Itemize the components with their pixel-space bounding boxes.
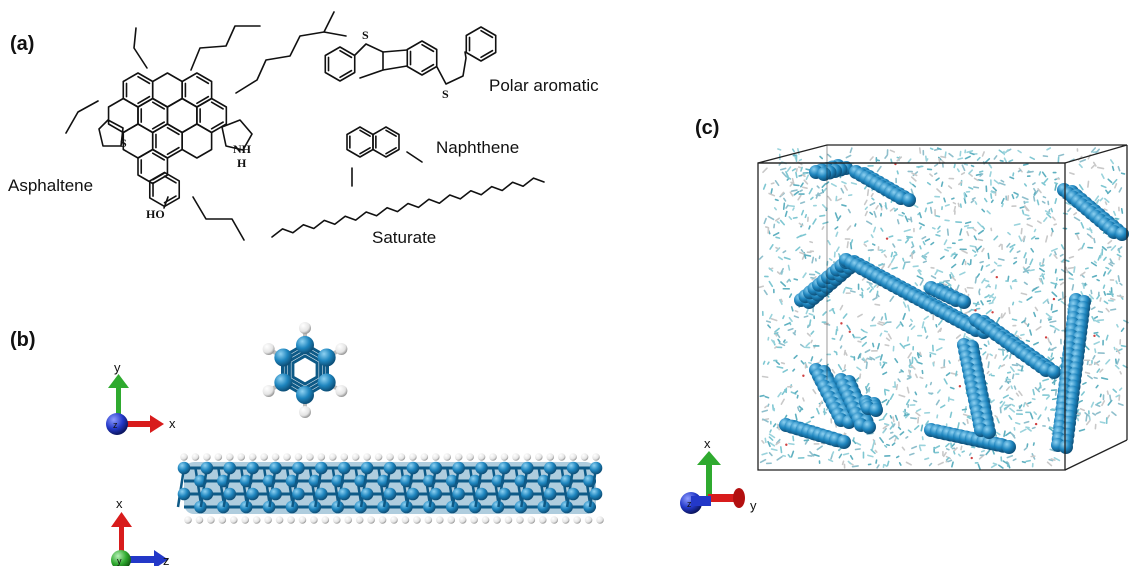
axis-x-arrow <box>119 524 124 560</box>
axis-label-z: z <box>687 499 692 509</box>
axis-label-y: y <box>750 498 757 513</box>
saturate-label: Saturate <box>372 228 436 247</box>
axis-x-arrow <box>706 462 712 500</box>
polar-aromatic-sulfur-2: S <box>442 87 449 101</box>
axis-label-y: y <box>114 360 121 375</box>
axis-y-sphere <box>111 550 131 566</box>
asphaltene-label: Asphaltene <box>8 176 93 195</box>
asphaltene-structure: S NH H HO <box>65 11 347 241</box>
naphthene-rings <box>346 126 400 158</box>
axis-triad-1: y x z <box>106 360 176 435</box>
polar-aromatic-label: Polar aromatic <box>489 76 599 95</box>
axis-label-y: y <box>117 556 122 566</box>
panel-label-b: (b) <box>10 329 36 351</box>
axis-label-x: x <box>116 496 123 511</box>
panel-label-a: (a) <box>10 33 34 55</box>
simulation-box <box>757 144 1129 471</box>
naphthene-label: Naphthene <box>436 138 519 157</box>
axis-z-arrow <box>122 556 156 563</box>
asphaltene-nh-label: NH <box>233 142 252 156</box>
asphaltene-ho-label: HO <box>146 207 165 221</box>
asphaltene-ring-system <box>98 72 253 208</box>
saturate-chain <box>271 177 545 238</box>
axis-label-x: x <box>169 416 176 431</box>
naphthene-structure <box>346 126 423 187</box>
axis-z-sphere <box>106 413 128 435</box>
panel-label-c: (c) <box>695 117 719 139</box>
aromatic-stack-side-view <box>176 453 604 524</box>
aromatic-clusters <box>779 159 1129 454</box>
asphaltene-sulfur-label: S <box>120 136 127 150</box>
axis-triad-3: x y z <box>680 436 757 514</box>
polar-aromatic-rings <box>324 26 497 85</box>
axis-label-z: z <box>113 420 118 430</box>
axis-label-x: x <box>704 436 711 451</box>
axis-y-arrow <box>708 494 738 502</box>
axis-triad-2: x z y <box>111 496 170 566</box>
axis-y-arrow <box>116 385 121 425</box>
polar-aromatic-sulfur-1: S <box>362 28 369 42</box>
saturate-structure <box>271 177 545 238</box>
axis-x-arrow <box>118 421 152 427</box>
asphaltene-h-label: H <box>237 156 247 170</box>
box-edges <box>757 144 1128 471</box>
aromatic-cluster-end-view <box>262 322 348 418</box>
asphaltene-side-chains <box>65 11 347 241</box>
axis-label-z: z <box>163 553 170 566</box>
polar-aromatic-structure: S S <box>324 26 497 101</box>
